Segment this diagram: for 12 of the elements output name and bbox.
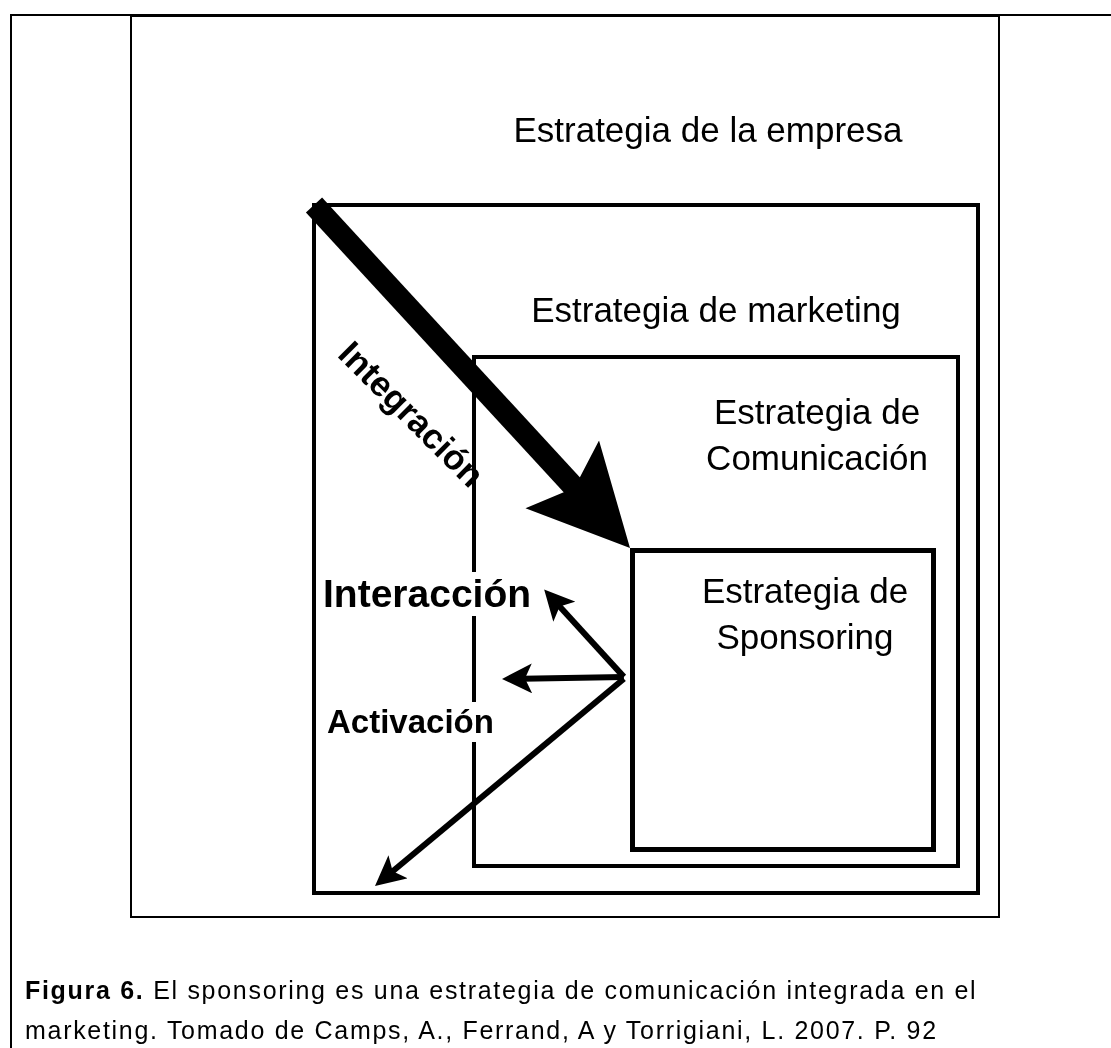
- figure-caption: Figura 6. El sponsoring es una estrategia de comunicación integrada en el marketing. Tomado de Camps, A., Ferrand, A y Torrigiani, L. 2007. P. 92: [25, 975, 979, 1046]
- box-title: Estrategia de marketing: [530, 289, 902, 331]
- arrow: [501, 663, 624, 694]
- strategy-box: [630, 548, 936, 852]
- box-title: Estrategia de Sponsoring: [700, 570, 910, 658]
- interaction-label: Interacción: [323, 572, 532, 616]
- arrow: [541, 587, 627, 679]
- activation-label: Activación: [327, 702, 494, 742]
- box-title: Estrategia de Comunicación: [705, 391, 929, 479]
- arrow: [373, 676, 626, 889]
- strategy-box: [130, 15, 1000, 918]
- box-title: Estrategia de la empresa: [512, 109, 904, 151]
